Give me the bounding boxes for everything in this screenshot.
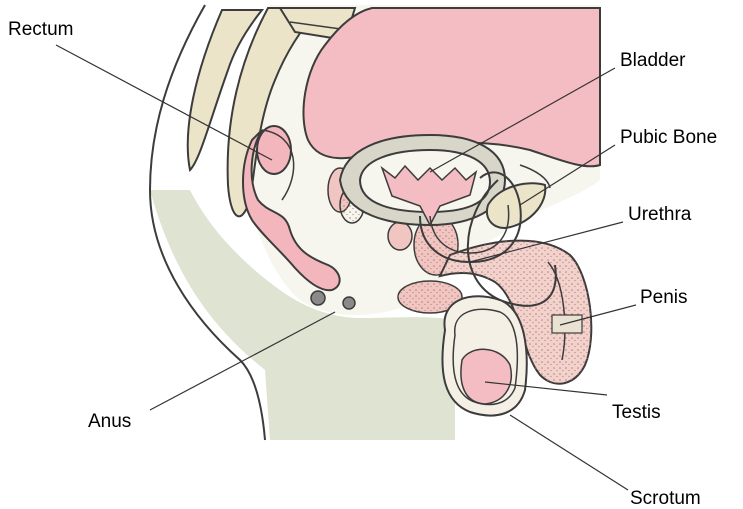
penis-glans-marker [552,315,582,333]
urethra-label: Urethra [628,205,691,224]
anus-opening-2 [343,297,355,309]
bladder-label: Bladder [620,51,686,70]
rectum-label: Rectum [8,20,73,39]
penis-label: Penis [640,288,688,307]
anus-label: Anus [88,412,131,431]
pubic-bone-label: Pubic Bone [620,128,717,147]
testis [461,349,511,404]
anus-opening-1 [311,291,325,305]
scrotum-leader [510,415,628,490]
scrotum-label: Scrotum [630,489,701,508]
testis-label: Testis [612,403,661,422]
